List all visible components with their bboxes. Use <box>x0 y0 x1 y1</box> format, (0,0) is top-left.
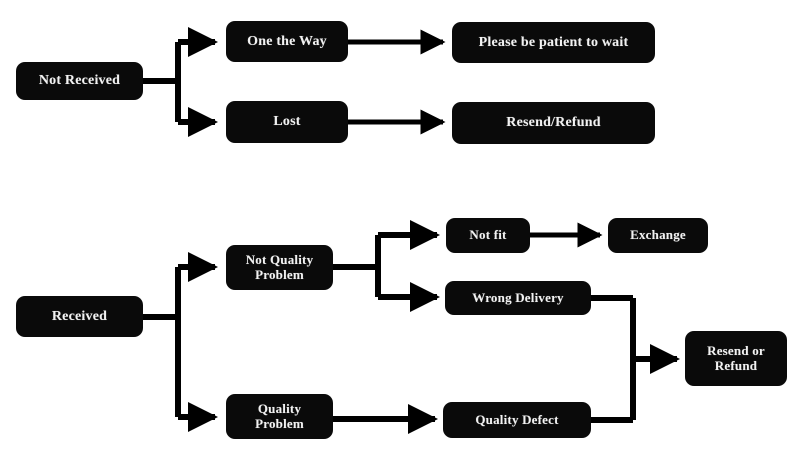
node-quality-defect[interactable]: Quality Defect <box>443 402 591 438</box>
node-resend-slash-refund[interactable]: Resend/Refund <box>452 102 655 144</box>
node-wrong-delivery[interactable]: Wrong Delivery <box>445 281 591 315</box>
edge-not-received-split <box>143 27 218 137</box>
edge-merge-to-resend-or-refund <box>591 295 680 423</box>
edge-not-quality-split <box>333 220 440 312</box>
node-not-fit[interactable]: Not fit <box>446 218 530 253</box>
edge-received-split <box>143 252 218 432</box>
node-lost[interactable]: Lost <box>226 101 348 143</box>
node-not-received[interactable]: Not Received <box>16 62 143 100</box>
node-please-be-patient-to-wait[interactable]: Please be patient to wait <box>452 22 655 63</box>
node-one-the-way[interactable]: One the Way <box>226 21 348 62</box>
node-received[interactable]: Received <box>16 296 143 337</box>
node-exchange[interactable]: Exchange <box>608 218 708 253</box>
